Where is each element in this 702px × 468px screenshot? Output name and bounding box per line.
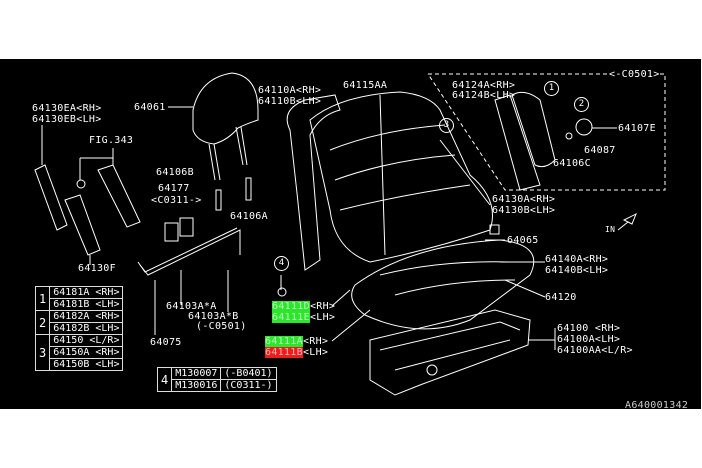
in-arrow-icon [617, 212, 637, 231]
callout-3: 3 [439, 118, 454, 133]
bolt-ref-4: 4 [156, 367, 173, 392]
callout-4: 4 [274, 256, 289, 271]
highlighted-part-64111B[interactable]: 64111B<LH> [265, 347, 329, 358]
legend-ref-1: 1 [34, 286, 51, 311]
bolt-part: M130016 [171, 379, 222, 392]
seatback-frame-drawing [286, 94, 341, 271]
legend-cell: 64181A <RH> [49, 286, 124, 299]
label-64130EA: 64130EA<RH> [32, 103, 102, 114]
label-64130EB: 64130EB<LH> [32, 114, 102, 125]
highlighted-part-64111E[interactable]: 64111E<LH> [272, 312, 336, 323]
label-c0501-box: <-C0501> [609, 69, 660, 80]
callout-1: 1 [544, 81, 559, 96]
label-64103-note: (-C0501) [196, 321, 247, 332]
bolt-note: (C0311-) [220, 379, 277, 392]
label-in: IN [605, 225, 616, 234]
label-64100AA: 64100AA<L/R> [557, 345, 633, 356]
headrest-drawing [192, 72, 259, 145]
table-row: M130016(C0311-) [158, 379, 277, 392]
label-64075: 64075 [150, 337, 182, 348]
legend-cell: 64150 <L/R> [49, 334, 124, 347]
callout-2: 2 [574, 97, 589, 112]
label-64110B: 64110B<LH> [258, 96, 322, 107]
side-pad-drawing [34, 164, 68, 231]
label-64140B: 64140B<LH> [545, 265, 609, 276]
highlighted-part-64111A[interactable]: 64111A<RH> [265, 336, 329, 347]
label-64106C: 64106C [553, 158, 591, 169]
c0501-dashed-box [427, 73, 666, 191]
label-64115AA: 64115AA [343, 80, 388, 91]
label-64107E: 64107E [618, 123, 656, 134]
legend-ref-3: 3 [34, 334, 51, 371]
seatback-cushion-drawing [309, 91, 493, 263]
bolt-note: (-B0401) [220, 367, 277, 380]
label-64130A: 64130A<RH> [492, 194, 556, 205]
label-64103A-B: 64103A*B [188, 311, 239, 322]
legend-cell: 64182B <LH> [49, 322, 124, 335]
legend-cell: 64181B <LH> [49, 298, 124, 311]
label-64106B: 64106B [156, 167, 194, 178]
diagram-id: A640001342 [625, 400, 689, 411]
label-64130F: 64130F [78, 263, 116, 274]
table-row: 64150B <LH> [36, 358, 124, 371]
label-64100: 64100 <RH> [557, 323, 621, 334]
label-64120: 64120 [545, 292, 577, 303]
label-64177: 64177 [158, 183, 190, 194]
label-64124B: 64124B<LH> [452, 90, 516, 101]
label-64087: 64087 [584, 145, 616, 156]
label-64124A: 64124A<RH> [452, 80, 516, 91]
legend-cell: 64150A <RH> [49, 346, 124, 359]
label-64110A: 64110A<RH> [258, 85, 322, 96]
label-64177-note: <C0311-> [151, 195, 202, 206]
highlighted-part-64111D[interactable]: 64111D<RH> [272, 301, 336, 312]
bolt-part: M130007 [171, 367, 222, 380]
label-64065: 64065 [507, 235, 539, 246]
label-64140A: 64140A<RH> [545, 254, 609, 265]
label-64100A: 64100A<LH> [557, 334, 621, 345]
legend-cell: 64150B <LH> [49, 358, 124, 371]
seat-cushion-drawing [351, 239, 535, 330]
label-64130B: 64130B<LH> [492, 205, 556, 216]
legend-cell: 64182A <RH> [49, 310, 124, 323]
legend-ref-2: 2 [34, 310, 51, 335]
label-64106A: 64106A [230, 211, 268, 222]
seat-frame-drawing [369, 309, 531, 396]
label-fig343[interactable]: FIG.343 [89, 135, 134, 146]
label-64103A-A: 64103A*A [166, 301, 217, 312]
label-64061: 64061 [134, 102, 166, 113]
